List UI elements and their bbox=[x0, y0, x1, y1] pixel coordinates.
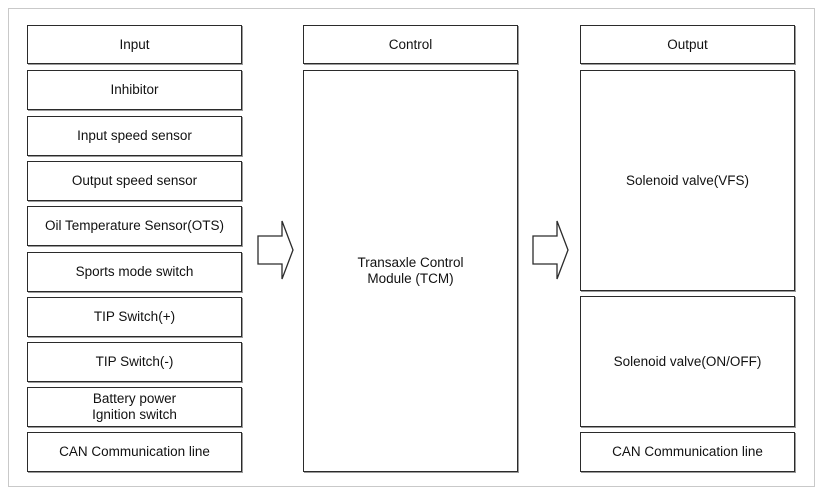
output-item-can-communication-line: CAN Communication line bbox=[580, 432, 795, 472]
arrow-input-to-control-icon bbox=[257, 220, 294, 280]
input-item-can-communication-line: CAN Communication line bbox=[27, 432, 242, 472]
control-header: Control bbox=[303, 25, 518, 64]
arrow-control-to-output-icon bbox=[532, 220, 569, 280]
input-item-tip-switch-plus: TIP Switch(+) bbox=[27, 297, 242, 337]
input-item-output-speed-sensor: Output speed sensor bbox=[27, 161, 242, 201]
input-item-tip-switch-minus: TIP Switch(-) bbox=[27, 342, 242, 382]
input-item-sports-mode-switch: Sports mode switch bbox=[27, 252, 242, 292]
input-item-oil-temperature-sensor: Oil Temperature Sensor(OTS) bbox=[27, 206, 242, 246]
output-header: Output bbox=[580, 25, 795, 64]
input-header: Input bbox=[27, 25, 242, 64]
input-item-battery-ignition: Battery power Ignition switch bbox=[27, 387, 242, 427]
input-item-inhibitor: Inhibitor bbox=[27, 70, 242, 110]
tcm-module-box: Transaxle Control Module (TCM) bbox=[303, 70, 518, 472]
input-item-input-speed-sensor: Input speed sensor bbox=[27, 116, 242, 156]
output-item-solenoid-vfs: Solenoid valve(VFS) bbox=[580, 70, 795, 291]
output-item-solenoid-on-off: Solenoid valve(ON/OFF) bbox=[580, 296, 795, 427]
